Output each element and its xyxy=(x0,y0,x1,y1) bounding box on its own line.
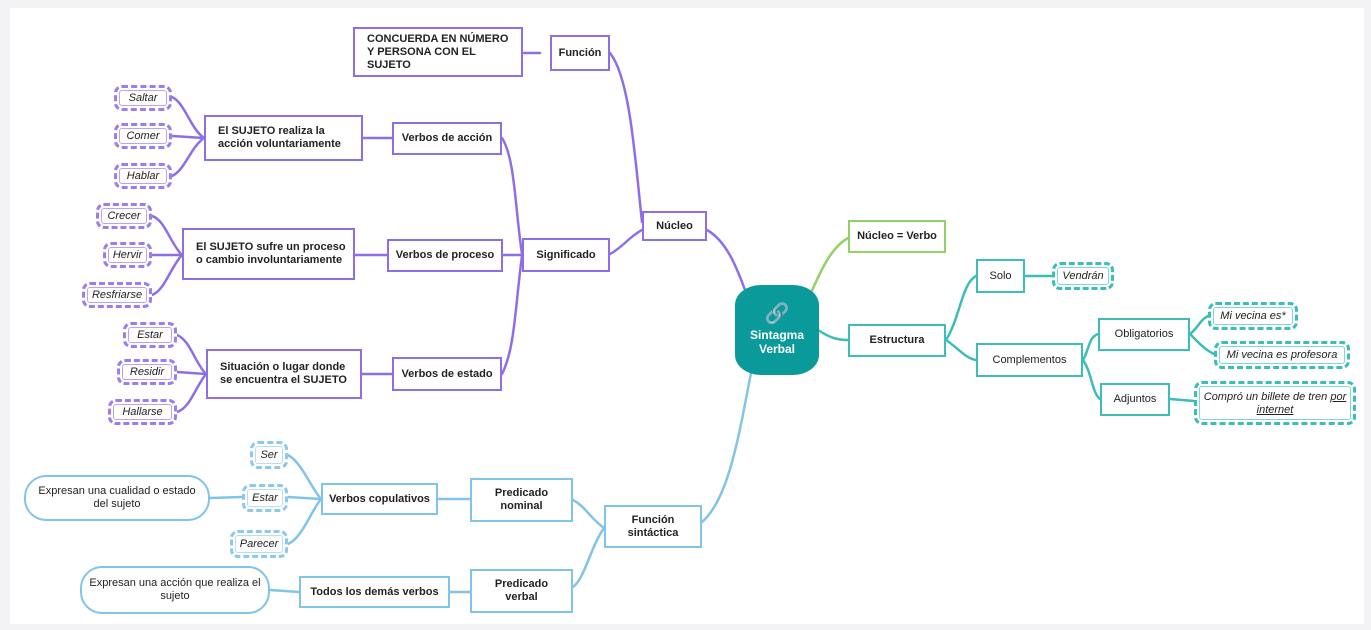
connector-lines xyxy=(150,51,1216,594)
edge-center-nucleo xyxy=(705,228,749,297)
estado-desc-node[interactable]: Situación o lugar donde se encuentra el … xyxy=(206,349,362,399)
example-estar-copulativo[interactable]: Estar xyxy=(242,484,288,512)
edge-accion-comer xyxy=(170,134,206,140)
edge-center-nucleoverbo xyxy=(808,236,850,297)
adjuntos-example-underlined: por internet xyxy=(1256,391,1347,416)
solo-node[interactable]: Solo xyxy=(976,259,1025,293)
edge-complementos-adjuntos xyxy=(1081,358,1102,401)
funcion-desc-node[interactable]: CONCUERDA EN NÚMERO Y PERSONA CON EL SUJ… xyxy=(353,27,523,77)
verbos-copulativos-node[interactable]: Verbos copulativos xyxy=(321,483,438,515)
nominal-desc-node[interactable]: Expresan una cualidad o estado del sujet… xyxy=(24,475,210,521)
adjuntos-example-text: Compró un billete de tren xyxy=(1203,391,1331,403)
funcion-sintactica-node[interactable]: Función sintáctica xyxy=(604,505,702,548)
edge-estructura-complementos xyxy=(944,338,978,362)
example-comer[interactable]: Comer xyxy=(114,123,172,149)
predicado-nominal-node[interactable]: Predicado nominal xyxy=(470,478,573,522)
central-line-1: Sintagma xyxy=(749,328,804,342)
nucleo-node[interactable]: Núcleo xyxy=(642,211,707,241)
central-line-2: Verbal xyxy=(758,342,796,356)
edge-copulativos-estar xyxy=(286,495,323,501)
link-icon: 🔗 xyxy=(764,303,790,325)
edge-estructura-solo xyxy=(944,274,978,342)
edge-proceso-crecer xyxy=(150,214,184,257)
verbos-accion-node[interactable]: Verbos de acción xyxy=(392,122,502,155)
edge-obligatorios-ex2 xyxy=(1188,332,1216,356)
edge-accion-saltar xyxy=(170,95,206,140)
example-mi-vecina-es-profesora[interactable]: Mi vecina es profesora xyxy=(1214,341,1350,369)
edge-center-estructura xyxy=(816,328,850,342)
example-saltar[interactable]: Saltar xyxy=(114,85,172,111)
example-residir[interactable]: Residir xyxy=(117,359,177,385)
example-hablar[interactable]: Hablar xyxy=(114,163,172,189)
edge-fs-nominal xyxy=(571,498,606,530)
edge-accion-hablar xyxy=(170,136,206,178)
example-estar[interactable]: Estar xyxy=(123,322,177,348)
verbal-desc-node[interactable]: Expresan una acción que realiza el sujet… xyxy=(80,566,270,614)
edge-estar-desc xyxy=(208,495,244,500)
edge-proceso-resfriarse xyxy=(150,253,184,297)
accion-desc-node[interactable]: El SUJETO realiza la acción voluntariame… xyxy=(204,115,363,161)
edge-nucleo-funcion xyxy=(608,51,644,224)
example-vendran[interactable]: Vendrán xyxy=(1052,262,1114,290)
edge-complementos-obligatorios xyxy=(1081,332,1100,362)
proceso-desc-node[interactable]: El SUJETO sufre un proceso o cambio invo… xyxy=(182,228,355,280)
verbos-estado-node[interactable]: Verbos de estado xyxy=(392,357,502,391)
edge-nucleo-significado xyxy=(608,228,644,256)
mind-map-canvas: 🔗 Sintagma Verbal Núcleo Función CONCUER… xyxy=(10,8,1364,624)
funcion-node[interactable]: Función xyxy=(550,35,610,71)
significado-node[interactable]: Significado xyxy=(522,238,610,272)
predicado-verbal-node[interactable]: Predicado verbal xyxy=(470,569,573,613)
verbos-proceso-node[interactable]: Verbos de proceso xyxy=(387,239,503,272)
example-hervir[interactable]: Hervir xyxy=(103,242,152,268)
example-crecer[interactable]: Crecer xyxy=(96,203,152,229)
central-topic[interactable]: 🔗 Sintagma Verbal xyxy=(735,285,819,375)
edge-center-funcionsintactica xyxy=(700,366,754,524)
complementos-node[interactable]: Complementos xyxy=(976,343,1083,377)
edge-significado-estado xyxy=(500,254,524,376)
estructura-node[interactable]: Estructura xyxy=(848,324,946,357)
example-parecer[interactable]: Parecer xyxy=(230,530,288,558)
edge-estado-estar xyxy=(175,333,208,376)
edge-copulativos-ser xyxy=(286,453,323,501)
example-hallarse[interactable]: Hallarse xyxy=(108,399,177,425)
example-resfriarse[interactable]: Resfriarse xyxy=(82,282,152,308)
adjuntos-node[interactable]: Adjuntos xyxy=(1100,383,1170,416)
edge-significado-accion xyxy=(500,136,524,256)
edge-estado-hallarse xyxy=(175,372,208,414)
todos-demas-verbos-node[interactable]: Todos los demás verbos xyxy=(299,576,450,608)
obligatorios-node[interactable]: Obligatorios xyxy=(1098,318,1190,351)
edge-copulativos-parecer xyxy=(286,497,323,546)
nucleo-verbo-node[interactable]: Núcleo = Verbo xyxy=(848,220,946,253)
example-ser[interactable]: Ser xyxy=(250,441,288,469)
example-compro-billete[interactable]: Compró un billete de tren por internet xyxy=(1194,381,1356,425)
edge-adjuntos-ex xyxy=(1168,397,1196,403)
edge-estado-residir xyxy=(175,370,208,376)
edge-obligatorios-ex1 xyxy=(1188,314,1210,336)
edge-demas-desc xyxy=(268,588,301,594)
example-mi-vecina-es[interactable]: Mi vecina es* xyxy=(1208,302,1298,330)
edge-fs-verbal xyxy=(571,526,606,589)
